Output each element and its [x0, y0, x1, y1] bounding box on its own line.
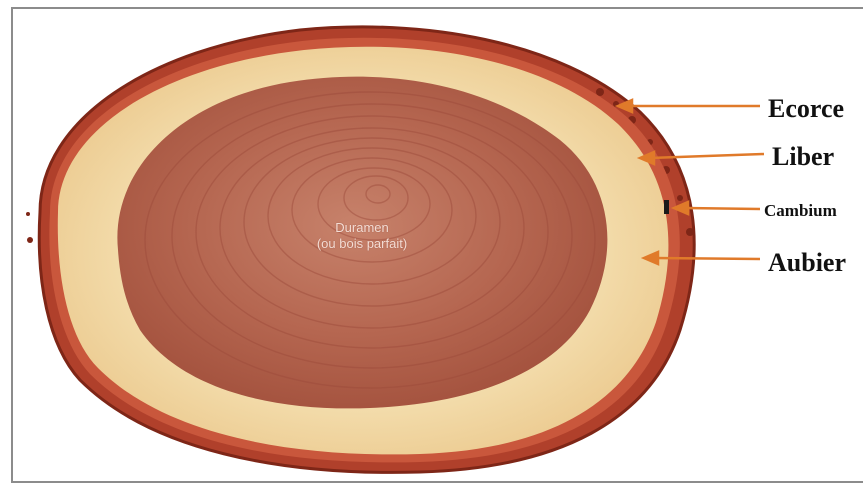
duramen-label: Duramen — [242, 221, 482, 234]
duramen-sublabel: (ou bois parfait) — [242, 237, 482, 250]
liber-label: Liber — [772, 144, 834, 170]
cambium-arrow — [674, 202, 760, 214]
cambium-mark — [664, 200, 669, 214]
ecorce-label: Ecorce — [768, 96, 844, 122]
cambium-label: Cambium — [764, 202, 837, 219]
aubier-label: Aubier — [768, 250, 846, 276]
